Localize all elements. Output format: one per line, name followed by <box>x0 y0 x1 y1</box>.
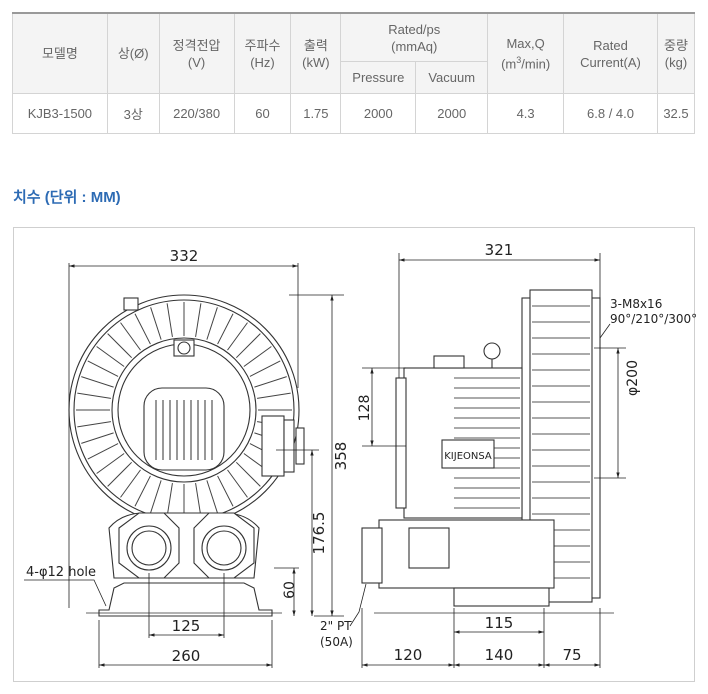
fin-line <box>134 475 151 507</box>
dim-front-height: 358 <box>332 442 350 471</box>
fin-line <box>107 333 133 359</box>
header-rated-ps: Rated/ps(mmAq) <box>340 12 489 62</box>
header-phase: 상(Ø) <box>106 12 160 94</box>
fin-line <box>77 421 111 428</box>
front-dimensions <box>24 263 344 668</box>
fin-line <box>120 322 141 351</box>
cell-output: 1.75 <box>290 93 342 134</box>
dim-base-width: 260 <box>172 647 201 665</box>
cell-pressure: 2000 <box>340 93 417 134</box>
dim-side-d: 115 <box>485 614 514 632</box>
front-view <box>68 294 305 617</box>
port-note-2: (50A) <box>320 635 353 649</box>
fin-line <box>206 307 218 340</box>
cell-model: KJB3-1500 <box>12 93 108 134</box>
fin-line <box>217 313 234 345</box>
bolt-note-2: 90°/210°/300° <box>610 312 696 326</box>
flange-diameter: φ200 <box>625 360 641 396</box>
section-title: 치수 (단위 : MM) <box>13 189 121 206</box>
fin-line <box>217 475 234 507</box>
fin-line <box>254 376 287 388</box>
blower-drawing-svg: 332 358 176.5 60 125 260 4-φ12 hole KIJE… <box>24 241 696 668</box>
dim-hole-pitch: 125 <box>172 617 201 635</box>
fin-line <box>257 392 291 399</box>
fin-line <box>120 469 141 498</box>
fin-line <box>227 469 248 498</box>
fin-line <box>96 346 125 367</box>
side-view <box>361 289 614 614</box>
fin-line <box>134 313 151 345</box>
fin-line <box>81 376 114 388</box>
fin-line <box>150 480 162 513</box>
fin-line <box>166 483 173 517</box>
dim-center-height: 176.5 <box>310 512 328 555</box>
dim-side-b: 140 <box>485 646 514 664</box>
dim-foot-height: 60 <box>282 581 298 599</box>
header-frequency: 주파수(Hz) <box>233 12 292 94</box>
fin-line <box>249 360 281 377</box>
header-model: 모델명 <box>12 12 108 94</box>
hole-note: 4-φ12 hole <box>26 565 96 580</box>
fin-line <box>243 346 272 367</box>
spec-table: 모델명 상(Ø) 정격전압(V) 주파수(Hz) 출력(kW) Rated/ps… <box>12 12 696 134</box>
cell-phase: 3상 <box>106 93 160 134</box>
port-note-1: 2" PT <box>320 619 352 633</box>
cell-voltage: 220/380 <box>158 93 235 134</box>
side-dimensions <box>349 253 626 668</box>
fin-line <box>87 443 119 460</box>
cooling-fins <box>76 302 292 518</box>
bolt-note-1: 3-M8x16 <box>610 297 662 311</box>
header-vacuum: Vacuum <box>415 61 489 94</box>
header-pressure: Pressure <box>340 61 417 94</box>
fin-line <box>206 480 218 513</box>
fin-line <box>195 303 202 337</box>
fin-line <box>77 392 111 399</box>
motor-grille <box>155 400 213 460</box>
fin-line <box>227 322 248 351</box>
header-voltage: 정격전압(V) <box>158 12 235 94</box>
dim-motor-height: 128 <box>357 395 373 422</box>
fin-line <box>81 432 114 444</box>
dim-front-width: 332 <box>170 247 199 265</box>
dimension-drawing: 332 358 176.5 60 125 260 4-φ12 hole KIJE… <box>13 227 696 682</box>
fin-line <box>195 483 202 517</box>
fin-line <box>107 461 133 487</box>
cell-vacuum: 2000 <box>415 93 489 134</box>
cell-frequency: 60 <box>233 93 292 134</box>
fin-line <box>166 303 173 337</box>
fin-line <box>96 453 125 474</box>
fin-line <box>235 333 261 359</box>
cell-maxq: 4.3 <box>487 93 565 134</box>
dim-side-a: 120 <box>394 646 423 664</box>
table-row: KJB3-1500 3상 220/380 60 1.75 2000 2000 4… <box>12 93 696 134</box>
header-output: 출력(kW) <box>290 12 342 94</box>
dim-side-width: 321 <box>485 241 514 259</box>
dim-side-c: 75 <box>562 646 581 664</box>
fin-line <box>235 461 261 487</box>
cell-weight: 32.5 <box>656 93 696 134</box>
header-maxq: Max,Q(m3/min) <box>487 12 565 94</box>
header-weight: 중량(kg) <box>656 12 696 94</box>
brand-label: KIJEONSA <box>444 451 492 462</box>
fin-line <box>150 307 162 340</box>
cell-current: 6.8 / 4.0 <box>563 93 658 134</box>
fin-line <box>87 360 119 377</box>
